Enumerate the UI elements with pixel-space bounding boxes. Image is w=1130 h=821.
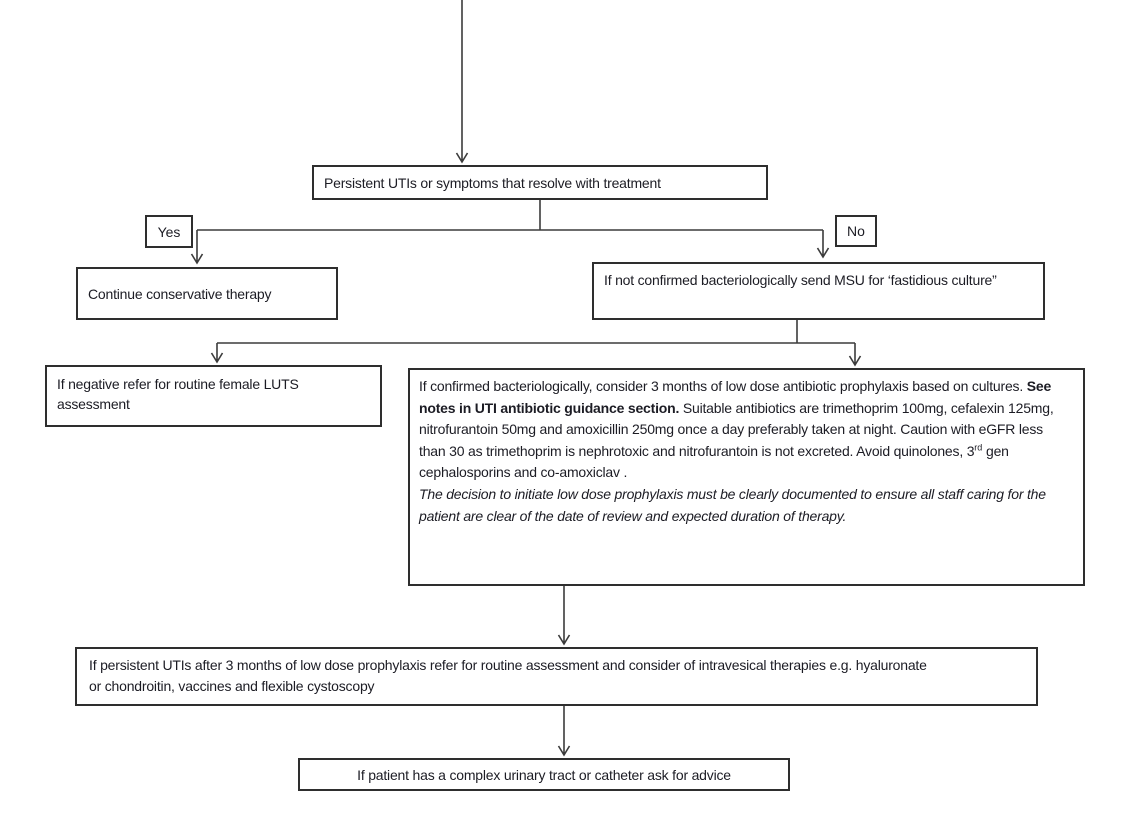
no-branch-label: No bbox=[835, 215, 877, 247]
connector-prophylaxis-down bbox=[557, 586, 571, 646]
connector-advice-down bbox=[557, 706, 571, 757]
ordinal-superscript: rd bbox=[974, 442, 983, 453]
female-luts-assessment-box: If negative refer for routine female LUT… bbox=[45, 365, 382, 427]
no-label-text: No bbox=[847, 223, 865, 239]
connector-yes-no-split bbox=[190, 200, 830, 265]
persistent-after-prophylaxis-text: If persistent UTIs after 3 months of low… bbox=[89, 657, 927, 694]
complex-urinary-tract-text: If patient has a complex urinary tract o… bbox=[357, 766, 731, 783]
continue-conservative-therapy-box: Continue conservative therapy bbox=[76, 267, 338, 320]
persistent-after-prophylaxis-box: If persistent UTIs after 3 months of low… bbox=[75, 647, 1038, 706]
prophylaxis-bold-note: See notes in UTI antibiotic guidance sec… bbox=[419, 378, 1052, 416]
documentation-italic-note: The decision to initiate low dose prophy… bbox=[419, 485, 1046, 524]
persistent-utis-text: Persistent UTIs or symptoms that resolve… bbox=[324, 174, 661, 191]
persistent-utis-box: Persistent UTIs or symptoms that resolve… bbox=[312, 165, 768, 200]
female-luts-text: If negative refer for routine female LUT… bbox=[57, 376, 299, 412]
send-msu-text: If not confirmed bacteriologically send … bbox=[604, 272, 997, 288]
prophylaxis-text-end: gen cephalosporins and co-amoxiclav . bbox=[419, 442, 1009, 481]
yes-branch-label: Yes bbox=[145, 215, 193, 248]
prophylaxis-paragraph: If confirmed bacteriologically, consider… bbox=[419, 376, 1059, 484]
prophylaxis-text-middle: Suitable antibiotics are trimethoprim 10… bbox=[419, 399, 1054, 459]
antibiotic-prophylaxis-box: If confirmed bacteriologically, consider… bbox=[408, 368, 1085, 586]
connector-msu-split bbox=[210, 320, 862, 367]
prophylaxis-text-start: If confirmed bacteriologically, consider… bbox=[419, 378, 1027, 394]
complex-urinary-tract-box: If patient has a complex urinary tract o… bbox=[298, 758, 790, 791]
arrow-top-entry bbox=[455, 0, 469, 164]
send-msu-fastidious-culture-box: If not confirmed bacteriologically send … bbox=[592, 262, 1045, 320]
continue-conservative-therapy-text: Continue conservative therapy bbox=[88, 285, 272, 302]
yes-label-text: Yes bbox=[157, 223, 181, 240]
